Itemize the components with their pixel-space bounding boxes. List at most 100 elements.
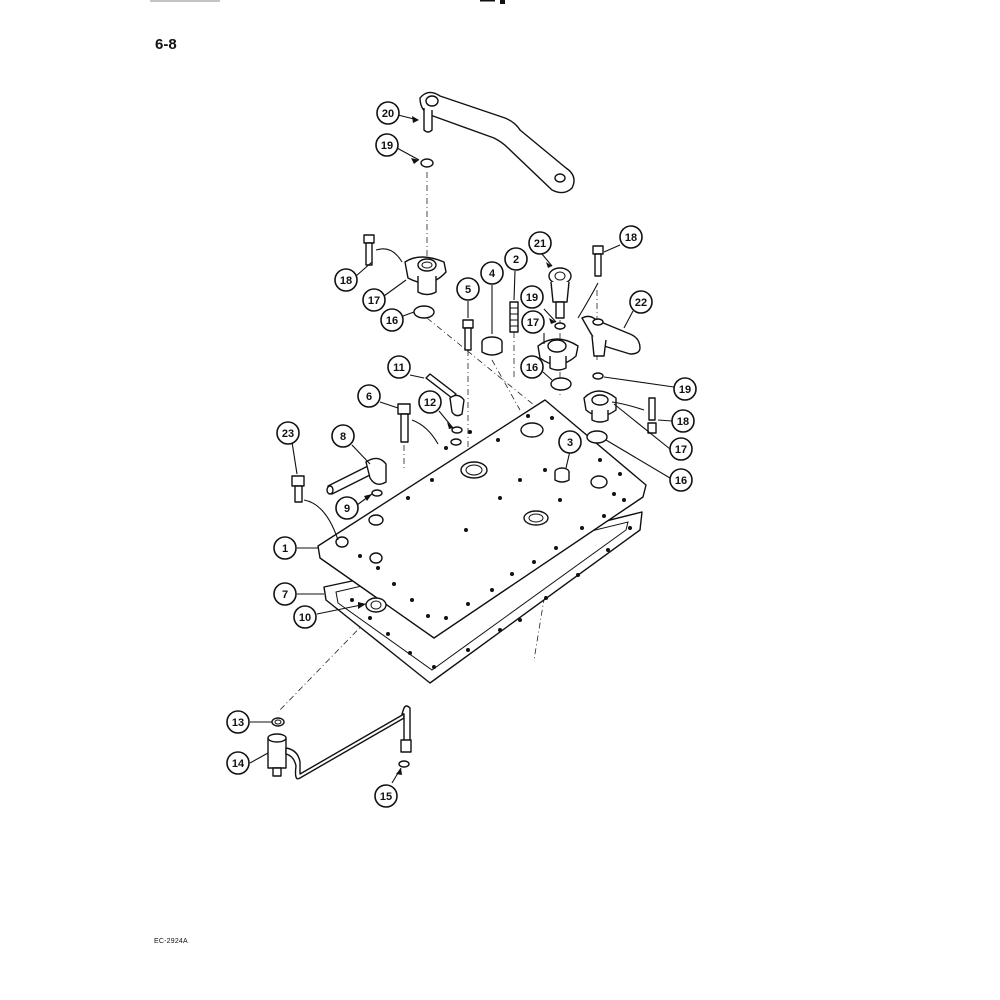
svg-text:17: 17 (368, 295, 380, 307)
callout-18: 18 (619, 225, 643, 249)
callout-9: 9 (335, 496, 359, 520)
svg-text:4: 4 (489, 268, 496, 280)
o-ring-mid (554, 322, 566, 330)
callout-10: 10 (293, 605, 317, 629)
lever (581, 315, 641, 357)
svg-text:19: 19 (526, 292, 538, 304)
svg-text:7: 7 (282, 589, 288, 601)
curved-leader-2 (577, 282, 599, 319)
svg-text:18: 18 (625, 232, 637, 244)
callout-21: 21 (528, 231, 552, 255)
svg-text:12: 12 (424, 397, 436, 409)
callout-22: 22 (629, 290, 653, 314)
callout-16: 16 (520, 355, 544, 379)
callout-23: 23 (276, 421, 300, 445)
middle-bearing-housing (537, 338, 579, 371)
bolt-right-lower-18 (647, 397, 657, 434)
page-number: 6-8 (155, 36, 177, 53)
callouts: 20 19 18 17 16 21 2 4 5 18 22 19 17 16 1… (226, 101, 697, 808)
curved-leader (375, 248, 403, 263)
callout-15: 15 (374, 784, 398, 808)
svg-text:19: 19 (381, 140, 393, 152)
bolt-left-18 (363, 234, 375, 266)
callout-19: 19 (520, 285, 544, 309)
svg-text:6: 6 (366, 391, 372, 403)
svg-text:17: 17 (675, 444, 687, 456)
left-bearing-housing (404, 256, 447, 296)
seal-right (586, 430, 608, 444)
washer-15 (398, 760, 410, 768)
bolt-right-18 (592, 245, 604, 277)
svg-text:2: 2 (513, 254, 519, 266)
seal-3 (554, 467, 570, 483)
callout-1: 1 (273, 536, 297, 560)
o-ring-top (420, 158, 434, 168)
callout-14: 14 (226, 751, 250, 775)
cover-plate (317, 399, 647, 639)
callout-19: 19 (375, 133, 399, 157)
callout-16: 16 (380, 308, 404, 332)
callout-18: 18 (671, 409, 695, 433)
svg-text:16: 16 (675, 475, 687, 487)
svg-text:13: 13 (232, 717, 244, 729)
washer-9 (371, 489, 383, 497)
svg-text:5: 5 (465, 284, 471, 296)
seal-mid (550, 377, 572, 391)
callout-12: 12 (418, 390, 442, 414)
lift-arm (419, 91, 575, 194)
svg-text:21: 21 (534, 238, 546, 250)
svg-text:16: 16 (386, 315, 398, 327)
svg-text:16: 16 (526, 362, 538, 374)
svg-text:10: 10 (299, 612, 311, 624)
svg-text:18: 18 (340, 275, 352, 287)
seal-left (413, 305, 435, 319)
svg-text:17: 17 (527, 317, 539, 329)
callout-13: 13 (226, 710, 250, 734)
callout-16: 16 (669, 468, 693, 492)
stud (509, 301, 519, 333)
top-scan-artifact (150, 0, 505, 4)
svg-text:20: 20 (382, 108, 394, 120)
washer-12b (450, 438, 462, 446)
callout-leaders (249, 114, 675, 784)
tube-assembly (267, 705, 412, 780)
callout-2: 2 (504, 247, 528, 271)
callout-6: 6 (357, 384, 381, 408)
callout-5: 5 (456, 277, 480, 301)
svg-text:9: 9 (344, 503, 350, 515)
callout-18: 18 (334, 268, 358, 292)
bolt-23 (291, 475, 305, 503)
o-ring-right (592, 372, 604, 380)
callout-17: 17 (669, 437, 693, 461)
svg-text:18: 18 (677, 416, 689, 428)
plug (481, 336, 503, 356)
svg-text:14: 14 (232, 758, 245, 770)
callout-17: 17 (521, 310, 545, 334)
svg-text:11: 11 (393, 362, 405, 374)
svg-text:3: 3 (567, 437, 573, 449)
callout-4: 4 (480, 261, 504, 285)
curved-leader-4 (411, 419, 439, 445)
svg-text:8: 8 (340, 431, 346, 443)
svg-text:15: 15 (380, 791, 392, 803)
callout-7: 7 (273, 582, 297, 606)
callout-20: 20 (376, 101, 400, 125)
curved-leader-5 (303, 499, 339, 541)
shaft (548, 267, 572, 319)
seal-10 (365, 597, 387, 613)
bolt-5 (462, 319, 474, 351)
callout-19: 19 (673, 377, 697, 401)
washer-12a (451, 426, 463, 434)
fitting-11 (425, 373, 465, 417)
svg-text:22: 22 (635, 297, 647, 309)
right-bearing-housing (583, 390, 617, 423)
curved-leader-3 (611, 401, 645, 411)
leader-arrowheads (358, 116, 556, 775)
callout-11: 11 (387, 355, 411, 379)
callout-17: 17 (362, 288, 386, 312)
svg-text:19: 19 (679, 384, 691, 396)
figure-code: EC-2924A (154, 938, 188, 945)
bolt-6 (397, 403, 411, 443)
callout-8: 8 (331, 424, 355, 448)
